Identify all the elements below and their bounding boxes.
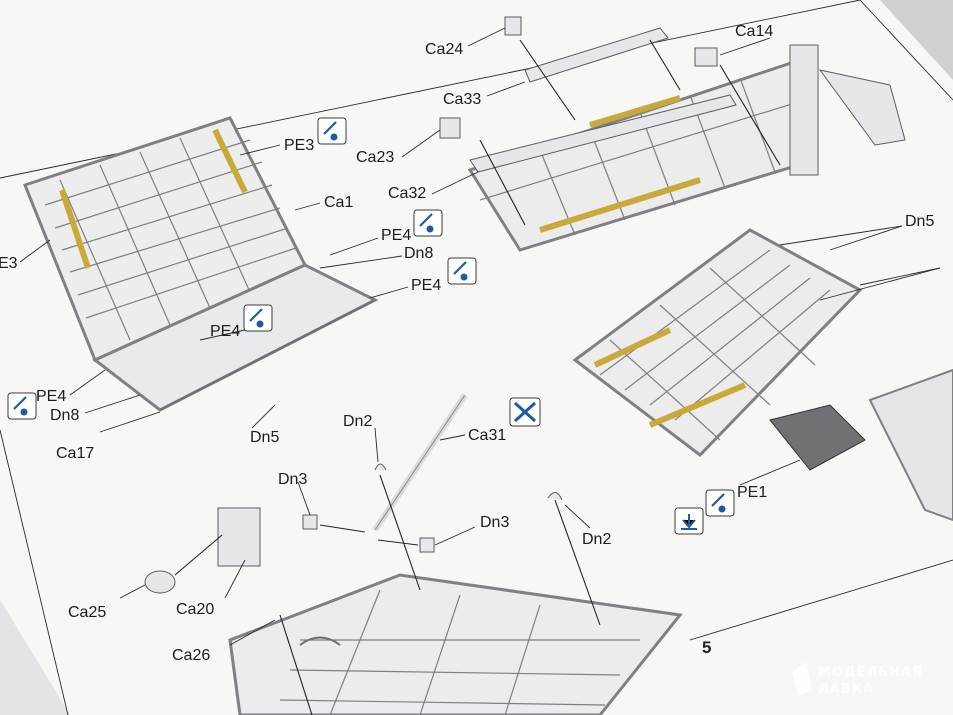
- border-line-left: [0, 429, 69, 715]
- frame-bottom: [228, 573, 683, 715]
- watermark-logo: МОДЕЛЬНАЯ ЛАВКА: [792, 662, 923, 697]
- part-ca24: [504, 16, 522, 36]
- label-ca31: Ca31: [468, 427, 506, 444]
- label-ca14: Ca14: [735, 23, 773, 40]
- part-ca23: [439, 117, 461, 139]
- assembly-arrows: [174, 39, 781, 715]
- page-number: 5: [702, 638, 711, 657]
- frame-ca32: [467, 27, 906, 252]
- label-dn3-a: Dn3: [278, 471, 307, 488]
- label-ca33: Ca33: [443, 91, 481, 108]
- label-dn2-b: Dn2: [582, 531, 611, 548]
- label-pe4-d: PE4: [36, 388, 66, 405]
- label-ca17: Ca17: [56, 445, 94, 462]
- pe-bend-icon: [243, 304, 273, 332]
- fold-down-icon: [674, 507, 704, 535]
- frame-right: [572, 228, 953, 522]
- leader-lines: [19, 27, 941, 646]
- label-ca20: Ca20: [176, 601, 214, 618]
- label-dn5-a: Dn5: [250, 429, 279, 446]
- label-ca24: Ca24: [425, 41, 463, 58]
- label-pe3-left: E3: [0, 255, 18, 272]
- pe-bend-icon: [317, 117, 347, 145]
- label-ca23: Ca23: [356, 149, 394, 166]
- label-pe3-top: PE3: [284, 137, 314, 154]
- pe-bend-icon: [705, 489, 735, 517]
- border-line-bottom: [689, 559, 953, 641]
- label-pe1: PE1: [737, 484, 767, 501]
- label-pe4-c: PE4: [210, 323, 240, 340]
- part-ca20: [217, 507, 261, 567]
- part-dn2-a: [374, 463, 387, 471]
- pe-bend-icon: [7, 392, 37, 420]
- label-dn5-b: Dn5: [905, 213, 934, 230]
- watermark-line1: МОДЕЛЬНАЯ: [818, 665, 923, 680]
- label-pe4-b: PE4: [411, 277, 441, 294]
- part-ca25: [144, 570, 176, 594]
- frame-ca1: [23, 116, 379, 412]
- label-pe4-a: PE4: [381, 227, 411, 244]
- label-ca32: Ca32: [388, 185, 426, 202]
- part-dn3-right: [419, 537, 435, 553]
- part-ca14: [694, 47, 718, 67]
- label-dn8-b: Dn8: [50, 407, 79, 424]
- remove-part-icon: [509, 397, 541, 427]
- label-dn8-a: Dn8: [404, 245, 433, 262]
- part-dn2-b: [547, 492, 563, 501]
- label-ca26: Ca26: [172, 647, 210, 664]
- part-dn3-left: [302, 514, 318, 530]
- watermark-line2: ЛАВКА: [818, 682, 874, 697]
- label-ca1: Ca1: [324, 194, 353, 211]
- label-ca25: Ca25: [68, 604, 106, 621]
- label-dn3-b: Dn3: [480, 514, 509, 531]
- label-dn2-a: Dn2: [343, 413, 372, 430]
- pe-bend-icon: [413, 209, 443, 237]
- pe-bend-icon: [447, 257, 477, 285]
